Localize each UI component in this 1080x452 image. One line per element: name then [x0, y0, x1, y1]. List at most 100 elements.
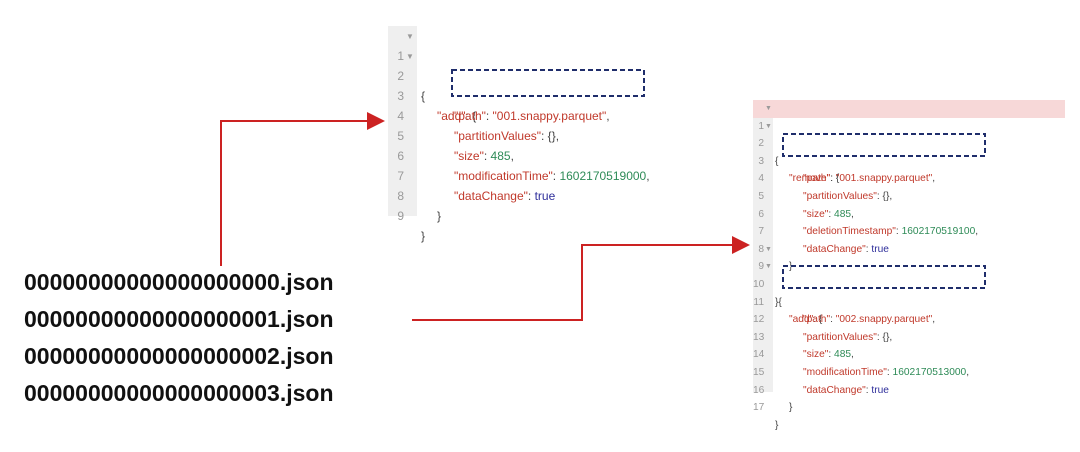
line-number: 7 [758, 226, 764, 238]
punctuation: : { [813, 314, 823, 326]
line-number: 6 [758, 208, 764, 220]
code-line: 5 "size": 485, [753, 170, 1065, 220]
code-line: 11 "path": "002.snappy.parquet", [753, 276, 1065, 326]
code-line: 4 "partitionValues": {}, [753, 153, 1065, 202]
size-value: 485 [490, 149, 511, 163]
line-number: 13 [753, 331, 765, 343]
code-line: 8 } [388, 166, 688, 223]
inner-close-brace: } [789, 261, 793, 273]
fold-arrow-icon[interactable]: ▼ [765, 245, 772, 253]
line-number: 1 [397, 49, 404, 63]
line-number: 8 [758, 243, 764, 255]
line-number: 5 [397, 129, 404, 143]
line-number: 6 [397, 149, 404, 163]
add-key: "add" [789, 314, 814, 326]
line-number: 4 [758, 173, 764, 185]
code-line: 17 } [753, 382, 1065, 431]
line-number-gutter [388, 26, 417, 216]
size-value: 485 [834, 349, 852, 361]
partition-values-value: : {}, [541, 129, 560, 143]
modification-time-value: 1602170513000 [892, 366, 967, 378]
path-value: "002.snappy.parquet" [835, 314, 933, 326]
arrow-file0-to-json0 [220, 112, 385, 266]
fold-arrow-icon[interactable]: ▼ [765, 105, 772, 112]
file-name-2: 00000000000000000002.json [24, 343, 334, 369]
code-line: 2 ▼ "remove": { [753, 118, 1065, 185]
file-name-1: 00000000000000000001.json [24, 306, 334, 332]
line-number: 2 [758, 138, 764, 150]
line-number: 2 [397, 69, 404, 83]
mid-brace: }{ [775, 296, 782, 308]
data-change-value: true [871, 384, 889, 396]
highlight-box-add-path-002 [782, 265, 986, 289]
line-number: 5 [758, 190, 764, 202]
fold-arrow-icon[interactable]: ▼ [765, 263, 772, 271]
data-change-key: "dataChange" [454, 189, 528, 203]
code-line: 9 } [388, 186, 688, 243]
modification-time-key: "modificationTime" [803, 366, 887, 378]
deletion-timestamp-key: "deletionTimestamp" [803, 226, 896, 238]
code-line: 14 "modificationTime": 1602170513000, [753, 329, 1065, 378]
json-panel-file-0: 1 ▼ { 2 ▼ "add": { 3 "path": "001.snappy… [388, 26, 688, 243]
highlight-box-path-001 [451, 69, 645, 97]
punctuation: : { [465, 109, 477, 123]
add-key: "add" [437, 109, 466, 123]
line-number-gutter [753, 100, 773, 392]
code-line: 1 ▼ { [388, 26, 688, 103]
fold-arrow-icon[interactable]: ▼ [406, 52, 414, 61]
data-change-value: true [871, 243, 889, 255]
modification-time-value: 1602170519000 [559, 169, 647, 183]
code-line: 12 "partitionValues": {}, [753, 294, 1065, 343]
code-line: 6 "modificationTime": 1602170519000, [388, 126, 688, 183]
path-value: "001.snappy.parquet" [492, 109, 607, 123]
line-number: 8 [397, 189, 404, 203]
line-number: 3 [758, 155, 764, 167]
file-name-0: 00000000000000000000.json [24, 269, 334, 295]
line-number: 10 [753, 278, 765, 290]
code-line: 3 "path": "001.snappy.parquet", [753, 135, 1065, 185]
connector-overlay [220, 69, 986, 321]
code-line: 7 "dataChange": true [388, 146, 688, 203]
data-change-key: "dataChange" [803, 384, 866, 396]
code-line: 4 "partitionValues": {}, [388, 86, 688, 143]
line-number: 11 [753, 296, 764, 308]
partition-values-value: : {}, [876, 190, 893, 202]
size-key: "size" [803, 349, 829, 361]
line-number: 12 [753, 314, 765, 326]
code-line: 8 } [753, 223, 1065, 273]
line-number: 14 [753, 349, 765, 361]
inner-close-brace: } [437, 209, 442, 223]
fold-arrow-icon[interactable]: ▼ [765, 122, 772, 130]
close-brace: } [421, 229, 426, 243]
code-line: 7 "dataChange": true [753, 206, 1065, 255]
line-number: 9 [397, 209, 404, 223]
close-brace: } [775, 419, 779, 431]
line-number: 1 [758, 120, 764, 132]
code-line: 15 "dataChange": true [753, 346, 1065, 396]
line-number: 17 [753, 402, 765, 414]
open-brace: { [775, 155, 779, 167]
path-value: "001.snappy.parquet" [835, 173, 933, 185]
code-line-active: 1 ▼ { [753, 100, 1065, 167]
code-line: 10 ▼ "add": { [753, 258, 1065, 325]
partition-values-key: "partitionValues" [454, 129, 542, 143]
code-line: 5 "size": 485, [388, 106, 688, 163]
size-value: 485 [834, 208, 852, 220]
code-line: 6 "deletionTimestamp": 1602170519100, [753, 188, 1065, 238]
partition-values-value: : {}, [876, 331, 893, 343]
inner-close-brace: } [789, 402, 793, 414]
line-number: 9 [758, 261, 764, 273]
deletion-timestamp-value: 1602170519100 [901, 226, 976, 238]
path-key: "path" [454, 109, 486, 123]
punctuation: : { [830, 173, 840, 185]
data-change-key: "dataChange" [803, 243, 866, 255]
fold-arrow-icon[interactable]: ▼ [406, 32, 414, 41]
path-key: "path" [803, 314, 831, 326]
line-number: 3 [397, 89, 404, 103]
partition-values-key: "partitionValues" [803, 331, 877, 343]
remove-key: "remove" [789, 173, 831, 185]
code-line: 2 ▼ "add": { [388, 46, 688, 123]
size-key: "size" [803, 208, 829, 220]
line-number: 16 [753, 384, 765, 396]
line-number: 7 [397, 169, 404, 183]
